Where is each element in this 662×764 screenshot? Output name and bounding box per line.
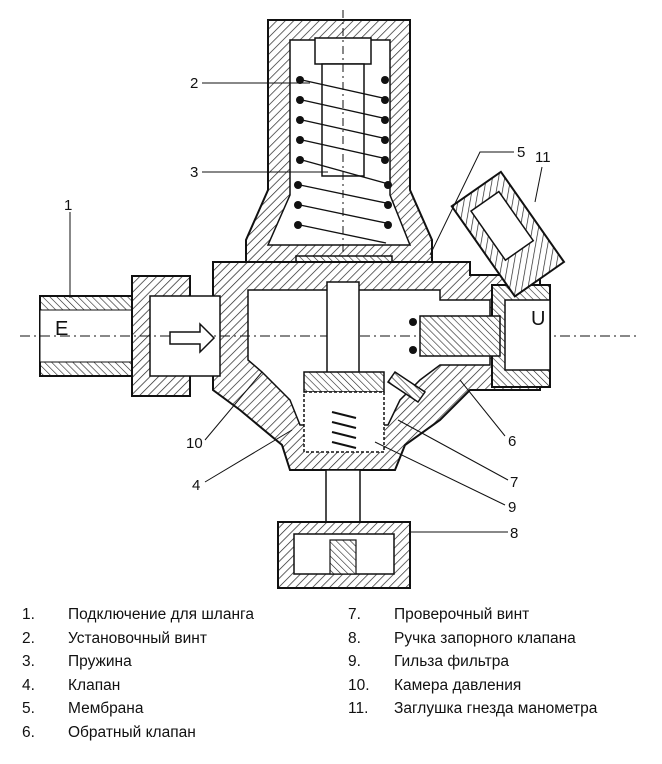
callout-2: 2 xyxy=(190,75,198,92)
gauge-port-plug xyxy=(450,170,566,298)
legend-item: 7.Проверочный винт xyxy=(348,606,530,623)
legend-item: 3.Пружина xyxy=(22,653,132,670)
callout-6: 6 xyxy=(508,433,516,450)
callout-5: 5 xyxy=(517,144,525,161)
valve-cross-section-diagram: E U 1 2 3 5 xyxy=(20,10,640,589)
outlet-letter: U xyxy=(531,308,545,330)
test-screw xyxy=(386,370,427,404)
filter-sleeve xyxy=(303,391,385,453)
legend-item: 10.Камера давления xyxy=(348,676,522,694)
callout-numbers: 1 2 3 5 11 6 7 9 8 10 4 xyxy=(64,75,551,542)
flow-arrow-icon xyxy=(169,322,216,354)
callout-4: 4 xyxy=(192,477,200,494)
callout-7: 7 xyxy=(510,474,518,491)
legend-column-left: 1.Подключение для шланга 2.Установочный … xyxy=(22,603,254,744)
callout-3: 3 xyxy=(190,164,198,181)
legend-item: 1.Подключение для шланга xyxy=(22,606,254,623)
legend-item: 5.Мембрана xyxy=(22,700,144,717)
callout-9: 9 xyxy=(508,499,516,516)
legend-item: 2.Установочный винт xyxy=(22,629,207,647)
callout-8: 8 xyxy=(510,525,518,542)
valve-seat xyxy=(303,371,385,393)
small-spring xyxy=(331,411,357,449)
callout-1: 1 xyxy=(64,197,72,214)
inlet-letter: E xyxy=(55,318,68,340)
legend-item: 9.Гильза фильтра xyxy=(348,653,509,670)
callout-11: 11 xyxy=(535,149,551,166)
callout-10: 10 xyxy=(186,435,203,452)
legend-item: 8.Ручка запорного клапана xyxy=(348,629,576,647)
legend-item: 4.Клапан xyxy=(22,676,121,694)
spring xyxy=(294,76,392,229)
check-valve xyxy=(419,315,501,357)
legend-item: 11.Заглушка гнезда манометра xyxy=(348,700,598,717)
legend-column-right: 7.Проверочный винт 8.Ручка запорного кла… xyxy=(348,603,597,721)
legend-item: 6.Обратный клапан xyxy=(22,723,196,741)
